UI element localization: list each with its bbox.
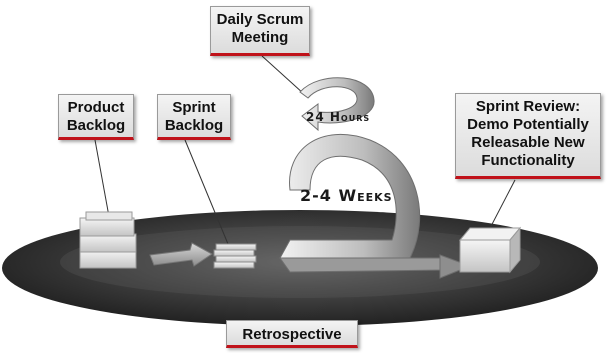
product-backlog-line1: Product (67, 99, 125, 116)
daily-scrum-line2: Meeting (231, 29, 289, 46)
sprint-review-line1: Sprint Review: (475, 98, 581, 115)
sprint-review-box: Sprint Review: Demo Potentially Releasab… (455, 93, 601, 179)
product-backlog-box: Product Backlog (58, 94, 134, 140)
weeks-label: 2-4 Weeks (300, 186, 393, 205)
daily-loop-icon (299, 77, 375, 132)
sprint-review-line3: Releasable New (471, 134, 585, 151)
sprint-backlog-line2: Backlog (164, 117, 224, 134)
sprint-backlog-stack-icon (213, 243, 257, 269)
daily-scrum-box: Daily Scrum Meeting (210, 6, 310, 56)
backlog-arrow-icon (149, 242, 213, 267)
product-backlog-line2: Backlog (66, 117, 126, 134)
connector-lines (94, 55, 516, 245)
retrospective-box: Retrospective (226, 320, 358, 348)
sprint-review-line2: Demo Potentially (467, 116, 589, 133)
sprint-loop-icon (279, 134, 472, 279)
sprint-backlog-box: Sprint Backlog (157, 94, 231, 140)
sprint-review-line4: Functionality (481, 152, 575, 169)
product-backlog-stack-icon (79, 211, 137, 269)
daily-scrum-line1: Daily Scrum (216, 11, 304, 28)
hours-label: 24 Hours (306, 110, 371, 124)
sprint-backlog-line1: Sprint (172, 99, 216, 116)
product-increment-box-icon (458, 226, 522, 274)
retrospective-label: Retrospective (242, 326, 342, 343)
